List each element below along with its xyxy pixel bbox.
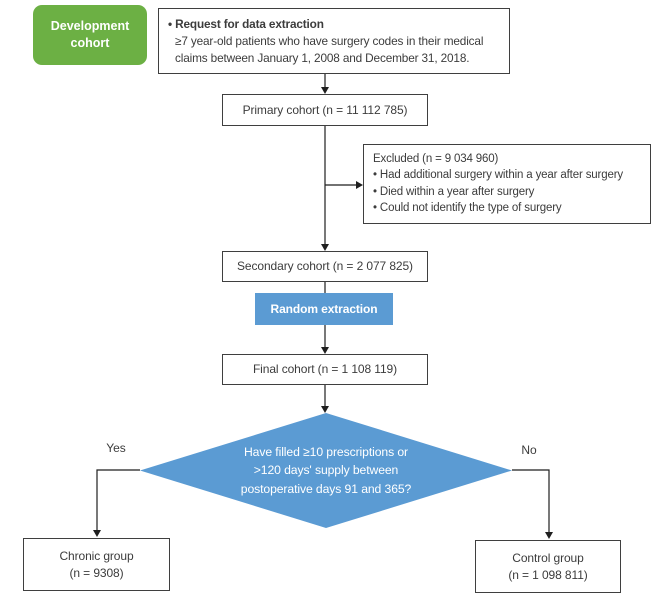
control-group-line2: (n = 1 098 811) [508,567,588,582]
excluded-bullet-3: • Could not identify the type of surgery [373,201,562,214]
request-body: ≥7 year-old patients who have surgery co… [175,33,484,65]
primary-cohort-label: Primary cohort (n = 11 112 785) [242,102,408,117]
random-extraction-box: Random extraction [255,293,393,325]
arrowhead-final [321,347,329,354]
decision-line2: >120 days' supply between [253,463,399,478]
request-box: • Request for data extraction ≥7 year-ol… [158,8,510,75]
chronic-group-box: Chronic group (n = 9308) [23,538,170,591]
development-cohort-badge: Development cohort [33,5,147,65]
development-cohort-line1: Development [50,18,130,33]
excluded-bullet-1: • Had additional surgery within a year a… [373,169,623,182]
no-branch-label: No [521,443,537,457]
chronic-group-line1: Chronic group [59,549,134,564]
chronic-group-line2: (n = 9308) [69,565,124,580]
arrowhead-control [545,532,553,539]
excluded-box: Excluded (n = 9 034 960) • Had additiona… [363,144,651,224]
final-cohort-box: Final cohort (n = 1 108 119) [222,354,428,385]
development-cohort-line2: cohort [70,36,110,50]
yes-branch-label: Yes [106,441,126,455]
final-cohort-label: Final cohort (n = 1 108 119) [252,362,398,377]
control-group-line1: Control group [512,551,584,566]
arrowhead-secondary [321,244,329,251]
arrowhead-decision [321,406,329,413]
request-title: • Request for data extraction [168,17,324,31]
connector-no-branch [512,469,550,533]
decision-line3: postoperative days 91 and 365? [240,481,412,496]
arrowhead-excluded [356,181,363,189]
excluded-bullet-2: • Died within a year after surgery [373,185,535,198]
secondary-cohort-label: Secondary cohort (n = 2 077 825) [237,259,413,274]
decision-line1: Have filled ≥10 prescriptions or [243,445,409,460]
secondary-cohort-box: Secondary cohort (n = 2 077 825) [222,251,428,282]
excluded-title: Excluded (n = 9 034 960) [373,153,499,165]
connector-yes-branch [96,469,140,531]
arrowhead-primary [321,87,329,94]
primary-cohort-box: Primary cohort (n = 11 112 785) [222,94,428,126]
control-group-box: Control group (n = 1 098 811) [475,540,621,593]
arrowhead-chronic [93,530,101,537]
random-extraction-label: Random extraction [270,302,378,316]
